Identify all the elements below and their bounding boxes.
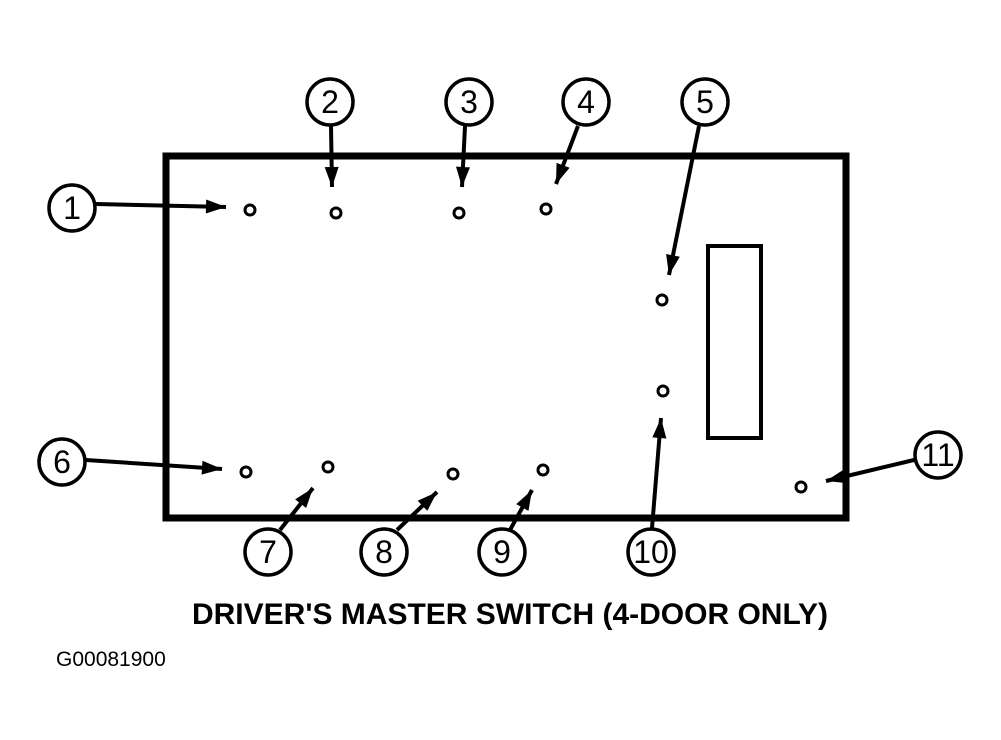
- arrowhead: [201, 460, 222, 475]
- arrowhead: [455, 166, 470, 187]
- callout-label: 2: [321, 84, 339, 120]
- callout-label: 7: [259, 534, 277, 570]
- terminal-2-callout: 2: [305, 77, 355, 220]
- arrowhead: [205, 199, 226, 214]
- terminal-pin: [446, 467, 460, 481]
- callout-circle: [913, 430, 963, 480]
- terminal-pin: [655, 293, 669, 307]
- terminal-6-callout: 6: [37, 437, 253, 487]
- terminal-9-callout: 9: [477, 463, 550, 577]
- callout-label: 11: [921, 437, 954, 473]
- arrowhead: [826, 469, 848, 484]
- callout-circle: [626, 527, 676, 577]
- terminal-5-callout: 5: [655, 77, 730, 307]
- terminal-pin: [239, 465, 253, 479]
- callout-circle: [477, 527, 527, 577]
- terminal-3-callout: 3: [444, 77, 494, 220]
- terminal-8-callout: 8: [359, 467, 460, 577]
- callout-circle: [37, 437, 87, 487]
- callout-label: 5: [696, 84, 714, 120]
- figure-id: G00081900: [56, 648, 166, 671]
- leader-line: [95, 202, 227, 209]
- terminal-pin: [536, 463, 550, 477]
- arrowhead: [652, 418, 667, 439]
- terminal-pin: [539, 202, 553, 216]
- callout-label: 3: [460, 84, 478, 120]
- callout-circle: [359, 527, 409, 577]
- callout-label: 4: [577, 84, 595, 120]
- diagram-caption: DRIVER'S MASTER SWITCH (4-DOOR ONLY): [191, 598, 829, 631]
- callout-circle: [243, 527, 293, 577]
- terminal-1-callout: 1: [47, 183, 257, 233]
- terminal-pin: [794, 480, 808, 494]
- leader-line: [667, 125, 701, 276]
- callout-label: 8: [375, 534, 393, 570]
- terminal-7-callout: 7: [243, 460, 335, 577]
- arrowhead: [556, 162, 570, 184]
- arrowhead: [295, 488, 313, 509]
- callout-circle: [305, 77, 355, 127]
- arrowhead: [666, 254, 680, 275]
- callout-label: 6: [53, 444, 71, 480]
- arrowhead: [516, 490, 532, 511]
- arrowhead: [324, 166, 339, 187]
- callout-label: 10: [633, 534, 669, 570]
- callout-label: 9: [493, 534, 511, 570]
- terminal-pin: [329, 206, 343, 220]
- callout-circle: [680, 77, 730, 127]
- terminal-4-callout: 4: [539, 77, 611, 216]
- terminal-10-callout: 10: [626, 384, 676, 577]
- leader-line: [85, 458, 223, 471]
- callout-circle: [444, 77, 494, 127]
- switch-slot: [706, 244, 763, 440]
- terminal-11-callout: 11: [794, 430, 963, 494]
- terminal-pin: [243, 203, 257, 217]
- terminal-pin: [321, 460, 335, 474]
- terminal-pin: [452, 206, 466, 220]
- arrowhead: [417, 492, 437, 511]
- callout-label: 1: [63, 190, 81, 226]
- callout-circle: [47, 183, 97, 233]
- switch-housing: [162, 152, 850, 522]
- callout-circle: [561, 77, 611, 127]
- terminal-pin: [656, 384, 670, 398]
